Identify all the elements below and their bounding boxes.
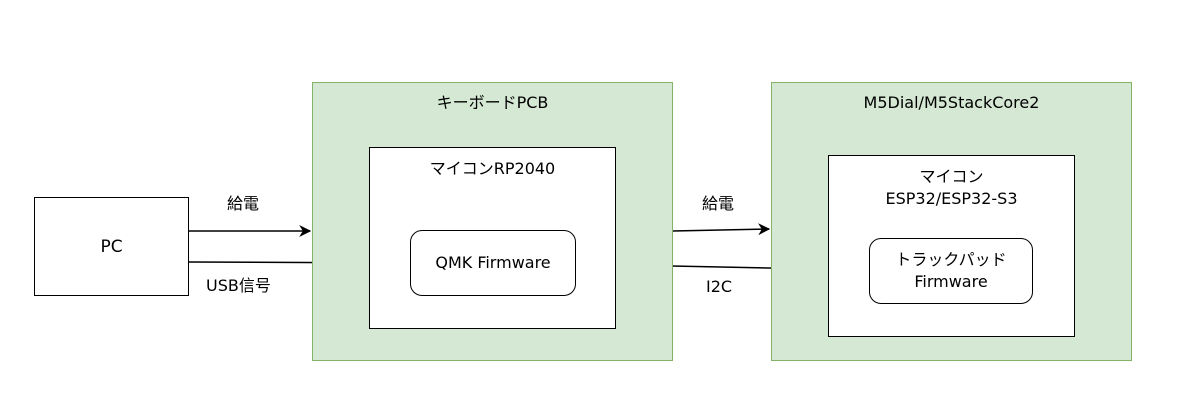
rp2040-mcu-title: マイコンRP2040 <box>429 159 556 178</box>
trackpad-firmware-label-line1: トラックパッド <box>895 250 1007 269</box>
esp32-mcu-title-line1: マイコン <box>919 167 984 186</box>
esp32-mcu-title: マイコン ESP32/ESP32-S3 <box>829 166 1074 210</box>
trackpad-firmware-label-line2: Firmware <box>914 272 988 291</box>
edge-label-usb-signal: USB信号 <box>206 276 271 295</box>
esp32-mcu-title-line2: ESP32/ESP32-S3 <box>885 189 1018 208</box>
pc-node[interactable]: PC <box>34 197 189 296</box>
m5-group-title: M5Dial/M5StackCore2 <box>863 93 1040 112</box>
qmk-firmware-label: QMK Firmware <box>435 253 551 272</box>
trackpad-firmware-node[interactable]: トラックパッド Firmware <box>869 238 1033 304</box>
arrow-pcb-to-m5-power <box>672 223 771 236</box>
qmk-firmware-node[interactable]: QMK Firmware <box>410 230 576 296</box>
keyboard-pcb-title: キーボードPCB <box>436 93 549 112</box>
edge-label-i2c: I2C <box>706 277 733 296</box>
edge-label-power-m5: 給電 <box>702 194 735 213</box>
pc-label: PC <box>100 236 123 257</box>
edge-label-power-pc: 給電 <box>227 194 260 213</box>
